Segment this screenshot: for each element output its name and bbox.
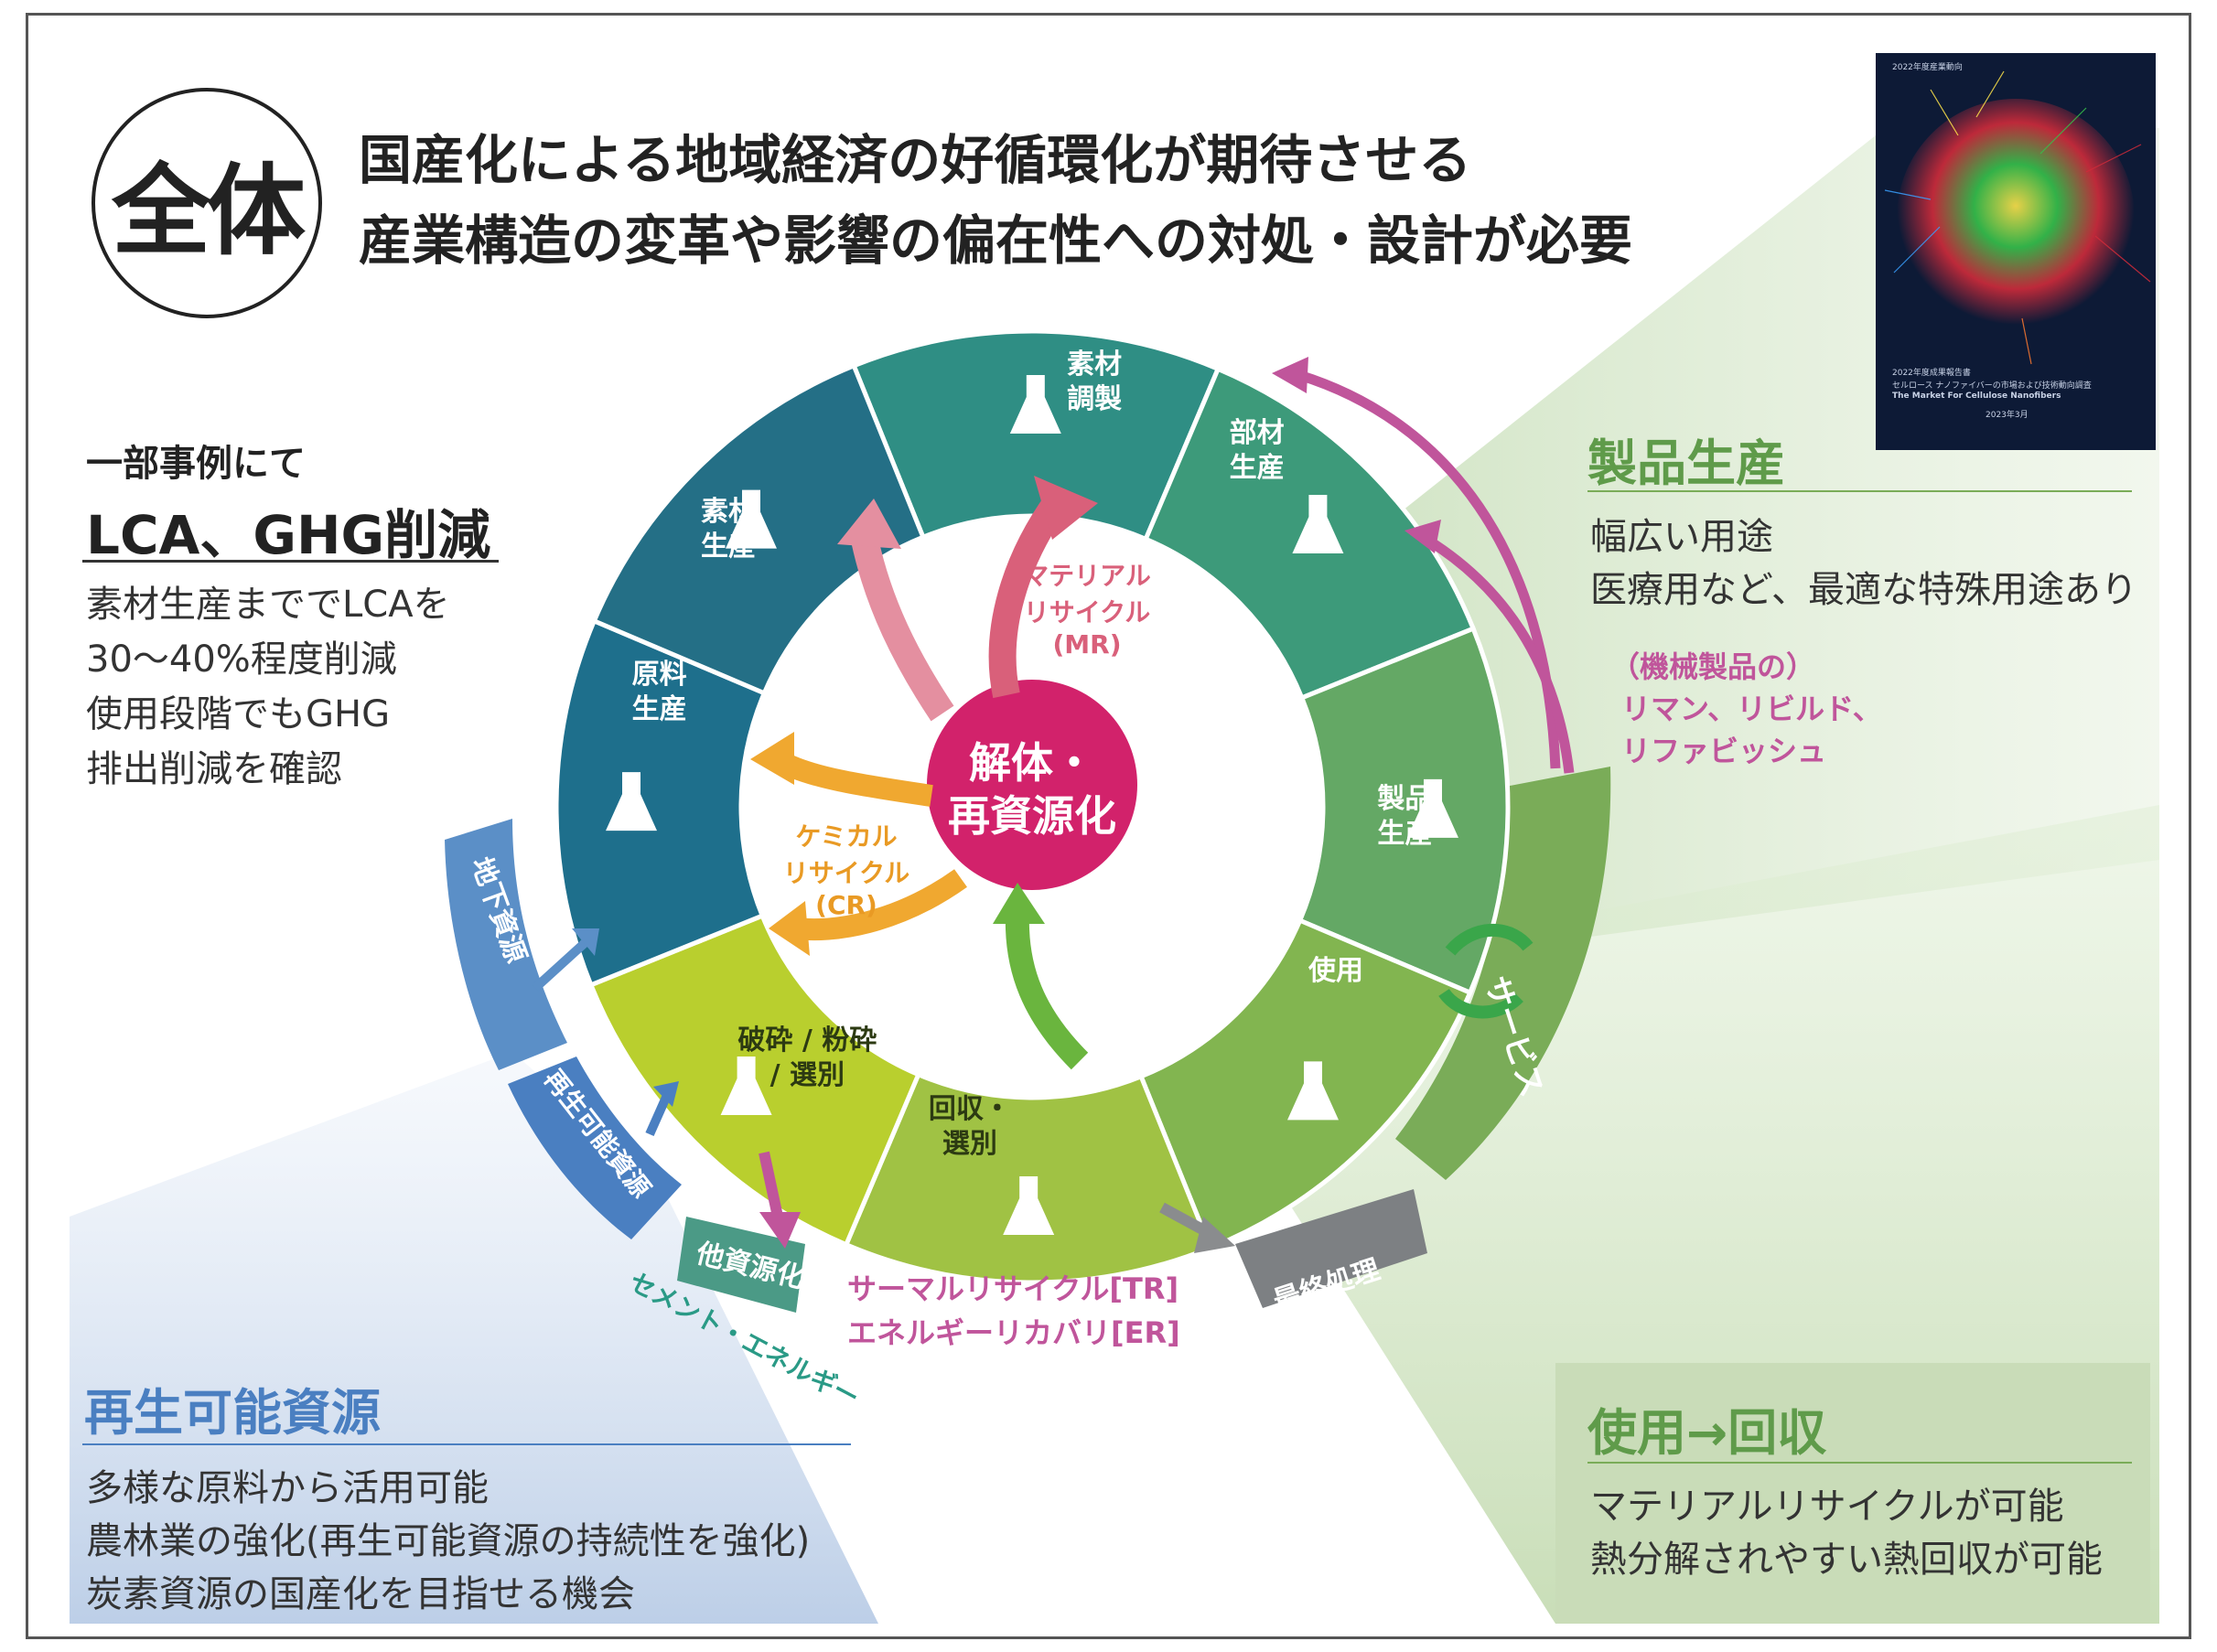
renewable-title: 再生可能資源 xyxy=(84,1384,381,1442)
center-line-1: 解体・ xyxy=(969,738,1095,788)
material-recycle-arrowhead xyxy=(1034,476,1098,540)
center-hub xyxy=(927,680,1137,890)
product-title: 製品生産 xyxy=(1587,434,1785,492)
segment-label-4-0: 回収・ xyxy=(928,1093,1011,1126)
segment-label-2-0: 製品 xyxy=(1377,783,1433,816)
material-recycle-arrow-2 xyxy=(851,536,954,722)
segment-label-5-0: 破砕 / 粉砕 xyxy=(737,1024,877,1057)
truck-icon xyxy=(1003,1175,1055,1235)
renewable-rule xyxy=(82,1443,851,1445)
cover-line-3: セルロース ナノファイバーの市場および技術動向調査 xyxy=(1892,381,2092,391)
lca-rule xyxy=(82,560,499,563)
headline-line-2: 産業構造の変革や影響の偏在性への対処・設計が必要 xyxy=(359,209,1633,272)
segment-label-3-0: 使用 xyxy=(1308,954,1363,987)
cover-artwork xyxy=(1876,53,2156,450)
use-cycle-arrow-1 xyxy=(1445,923,1534,956)
use-recovery-line-1: マテリアルリサイクルが可能 xyxy=(1590,1486,2064,1528)
reman-arrow-2 xyxy=(1425,535,1575,774)
reman-arrowhead-1 xyxy=(1272,357,1308,393)
chemical-recycle-arrowhead-2 xyxy=(769,901,810,956)
segment-label-7-1: 生産 xyxy=(701,531,756,563)
underground-arrowhead xyxy=(572,928,599,956)
renewable-band xyxy=(508,1057,682,1239)
report-cover-image: 2022年度産業動向 2022年度成果報告書 セルロース ナノファイバーの市場お… xyxy=(1876,53,2156,450)
rock-icon xyxy=(606,772,658,831)
chemical-recycle-arrow-2 xyxy=(794,869,967,941)
use-panel xyxy=(1555,1363,2150,1624)
reman-line-3: リファビッシュ xyxy=(1621,734,1827,768)
segment-label-0-0: 素材 xyxy=(1067,348,1123,381)
segment-label-4-1: 選別 xyxy=(942,1128,997,1161)
renewable-line-2: 農林業の強化(再生可能資源の持続性を強化) xyxy=(86,1520,811,1562)
thermal-line-1: サーマルリサイクル[TR] xyxy=(847,1271,1179,1306)
cover-line-4: The Market For Cellulose Nanofibers xyxy=(1892,392,2061,401)
cycle-wheel xyxy=(554,328,1511,1285)
mr-line-2: リサイクル xyxy=(1023,597,1151,628)
service-band xyxy=(1395,767,1611,1180)
cr-line-2: リサイクル xyxy=(782,858,910,888)
segment-label-5-1: / 選別 xyxy=(769,1058,845,1091)
lca-title: LCA、GHG削減 xyxy=(86,504,491,566)
renewable-arrow xyxy=(645,1090,673,1137)
center-line-2: 再資源化 xyxy=(948,791,1116,841)
use-recovery-rule xyxy=(1587,1462,2132,1464)
other-resource-band xyxy=(677,1217,805,1313)
use-recovery-line-2: 熱分解されやすい熱回収が可能 xyxy=(1590,1539,2103,1581)
material-recycle-arrow xyxy=(988,490,1071,699)
final-disposal-band xyxy=(1235,1189,1427,1308)
renewable-line-3: 炭素資源の国産化を目指せる機会 xyxy=(86,1573,635,1615)
segment-label-1-1: 生産 xyxy=(1229,452,1285,484)
segment-label-0-1: 調製 xyxy=(1067,382,1123,415)
sorting-icon xyxy=(720,1056,772,1115)
lca-intro: 一部事例にて xyxy=(86,443,306,485)
hands-icon xyxy=(1286,1061,1339,1121)
renewable-arrowhead xyxy=(653,1081,679,1107)
chemical-recycle-arrowhead xyxy=(750,732,794,785)
lca-line-4: 排出削減を確認 xyxy=(86,748,342,790)
material-recycle-arrowhead-2 xyxy=(837,499,901,549)
renewable-line-1: 多様な原料から活用可能 xyxy=(86,1467,489,1509)
headline-line-1: 国産化による地域経済の好循環化が期待させる xyxy=(359,129,1472,191)
beaker-icon xyxy=(726,489,778,549)
lca-line-1: 素材生産まででLCAを xyxy=(86,584,450,626)
lca-line-3: 使用段階でもGHG xyxy=(86,693,391,735)
mr-line-1: マテリアル xyxy=(1023,561,1151,591)
reman-line-2: リマン、リビルド、 xyxy=(1621,692,1882,726)
recovery-arrow xyxy=(1005,914,1089,1070)
underground-arrow xyxy=(532,939,589,992)
lca-line-2: 30〜40%程度削減 xyxy=(86,638,397,681)
flask-icon xyxy=(1009,375,1061,434)
segment-label-7-0: 素材 xyxy=(701,496,756,529)
renewable-fan xyxy=(70,1052,878,1624)
cr-line-3: (CR) xyxy=(815,890,877,920)
product-rule xyxy=(1587,490,2132,492)
final-disposal-arrowhead xyxy=(1194,1217,1235,1253)
factory-car-icon xyxy=(1406,778,1458,838)
segment-label-6-0: 原料 xyxy=(631,658,687,691)
underground-band xyxy=(445,819,567,1070)
thermal-arrowhead xyxy=(759,1212,801,1249)
product-line-2: 医療用など、最適な特殊用途あり xyxy=(1590,569,2137,611)
factory-gear-icon xyxy=(1292,495,1344,554)
use-cycle-arrow-2 xyxy=(1438,988,1523,1019)
cover-line-2: 2022年度成果報告書 xyxy=(1892,369,1971,378)
segment-label-1-0: 部材 xyxy=(1229,417,1285,449)
thermal-line-2: エネルギーリカバリ[ER] xyxy=(847,1315,1180,1350)
product-line-1: 幅広い用途 xyxy=(1590,516,1773,558)
overall-badge: 全体 xyxy=(91,88,322,318)
thermal-arrow xyxy=(759,1151,783,1218)
mr-line-3: (MR) xyxy=(1052,629,1122,660)
cr-line-1: ケミカル xyxy=(795,821,898,852)
use-recovery-title: 使用→回収 xyxy=(1587,1404,1827,1462)
segment-label-2-1: 生産 xyxy=(1377,818,1433,851)
figure-frame xyxy=(26,13,2191,1639)
cover-line-1: 2022年度産業動向 xyxy=(1892,63,1963,72)
reman-arrowhead-2 xyxy=(1404,520,1441,553)
segment-label-6-1: 生産 xyxy=(631,692,687,725)
recovery-arrowhead xyxy=(993,883,1045,924)
cover-line-5: 2023年3月 xyxy=(1986,411,2029,420)
reman-line-1: （機械製品の） xyxy=(1610,649,1816,684)
